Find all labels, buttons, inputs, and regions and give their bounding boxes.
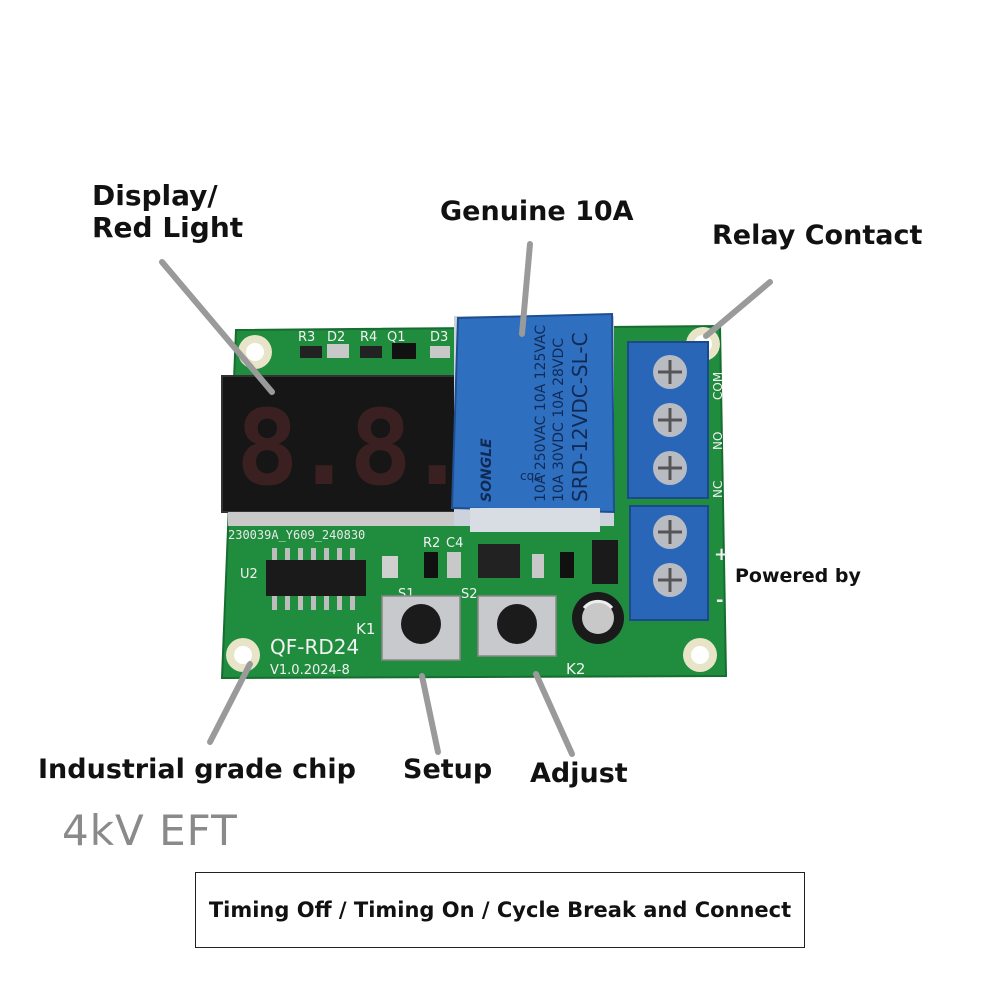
- callout-relay-contact: Relay Contact: [712, 220, 923, 251]
- board-model: QF-RD24: [270, 635, 359, 659]
- silkscreen-top-refs: R3 D2 R4 Q1 D3: [298, 330, 448, 345]
- smd-components-middle: [382, 540, 618, 584]
- board-serial: 230039A_Y609_240830: [228, 528, 365, 542]
- silkscreen-middle-refs: R2 C4 U2 S1 S2: [240, 536, 478, 602]
- callout-chip: Industrial grade chip: [38, 754, 356, 785]
- callout-powered-by: Powered by: [735, 565, 861, 587]
- ref-r2: R2: [423, 536, 440, 551]
- ic-chip: [266, 548, 366, 610]
- ref-d2: D2: [327, 330, 345, 345]
- relay-rating-ac: 10A 250VAC 10A 125VAC: [533, 325, 549, 502]
- eft-rating: 4kV EFT: [62, 806, 238, 855]
- smd-components-top: [300, 343, 450, 359]
- term-com: COM: [711, 372, 725, 400]
- term-nc: NC: [711, 481, 725, 498]
- callout-display-line1: Display/: [92, 179, 218, 212]
- term-minus: -: [716, 590, 723, 611]
- arrow-chip: [207, 661, 253, 745]
- terminal-labels: COM NO NC + -: [711, 372, 729, 611]
- electrolytic-capacitor: [572, 592, 624, 644]
- board-version: V1.0.2024-8: [270, 663, 350, 678]
- relay-cert: cqc: [520, 469, 541, 483]
- ref-c4: C4: [446, 536, 463, 551]
- callout-setup: Setup: [403, 754, 493, 785]
- arrow-display: [159, 259, 275, 395]
- power-terminal-block: [629, 505, 709, 621]
- modes-text: Timing Off / Timing On / Cycle Break and…: [208, 898, 792, 922]
- callout-genuine-10a: Genuine 10A: [440, 196, 634, 227]
- callout-arrows: [159, 241, 773, 757]
- ref-r4: R4: [360, 330, 377, 345]
- callout-display: Display/ Red Light: [92, 179, 244, 245]
- arrow-adjust: [533, 671, 575, 757]
- arrow-contact: [703, 279, 773, 339]
- ref-s2: S2: [461, 587, 478, 602]
- ref-q1: Q1: [387, 330, 406, 345]
- relay-rating-dc: 10A 30VDC 10A 28VDC: [551, 338, 567, 502]
- ref-r3: R3: [298, 330, 315, 345]
- ref-d3: D3: [430, 330, 448, 345]
- relay-terminal-block: [627, 341, 709, 499]
- arrow-relay: [519, 241, 533, 337]
- button-k1-setup[interactable]: [381, 595, 461, 661]
- modes-box: Timing Off / Timing On / Cycle Break and…: [195, 872, 805, 948]
- relay-songle: SONGLE 10A 250VAC 10A 125VAC 10A 30VDC 1…: [450, 312, 616, 532]
- relay-brand: SONGLE: [479, 438, 495, 502]
- ref-k2: K2: [566, 660, 585, 678]
- mounting-holes: [226, 327, 720, 672]
- term-no: NO: [711, 432, 725, 450]
- ref-u2: U2: [240, 567, 258, 582]
- button-k2-adjust[interactable]: [477, 595, 557, 657]
- term-plus: +: [714, 544, 729, 565]
- ref-k1: K1: [356, 620, 375, 638]
- relay-model: SRD-12VDC-SL-C: [568, 332, 592, 502]
- callout-adjust: Adjust: [530, 758, 628, 789]
- callout-display-line2: Red Light: [92, 211, 244, 245]
- arrow-setup: [419, 673, 441, 755]
